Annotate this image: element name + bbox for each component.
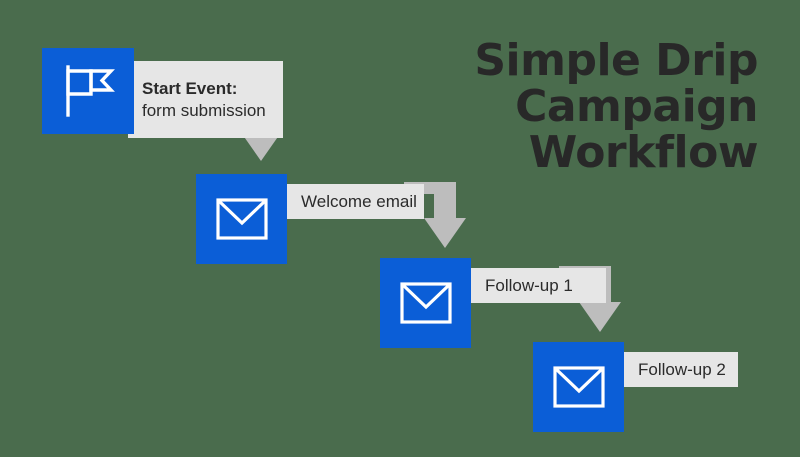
node-follow-up-2[interactable]: Follow-up 2 <box>533 342 738 432</box>
elbow-down-arrow-icon <box>404 182 466 248</box>
node-start-event-label-strong: Start Event: <box>142 78 238 98</box>
node-welcome-email[interactable]: Welcome email <box>196 174 424 264</box>
envelope-icon <box>552 366 605 408</box>
node-follow-up-2-icon-box <box>533 342 624 432</box>
node-welcome-email-label-box: Welcome email <box>286 184 424 219</box>
node-follow-up-1-label-box: Follow-up 1 <box>470 268 606 303</box>
flag-icon <box>66 65 115 117</box>
node-follow-up-2-label: Follow-up 2 <box>638 359 726 379</box>
title-line-3: Workflow <box>528 127 759 178</box>
diagram-title: Simple Drip Campaign Workflow <box>428 38 758 176</box>
node-start-event-icon-box <box>42 48 134 134</box>
node-follow-up-2-label-box: Follow-up 2 <box>623 352 738 387</box>
node-start-event-label-rest: form submission <box>142 100 266 120</box>
node-start-event-label-box: Start Event: form submission <box>128 61 283 138</box>
envelope-icon <box>399 282 452 324</box>
node-welcome-email-icon-box <box>196 174 287 264</box>
node-follow-up-1-icon-box <box>380 258 471 348</box>
title-line-2: Campaign <box>515 81 758 132</box>
connector-welcome-to-followup1 <box>404 182 466 252</box>
envelope-icon <box>215 198 268 240</box>
title-line-1: Simple Drip <box>474 35 758 86</box>
node-welcome-email-label: Welcome email <box>301 191 417 211</box>
node-start-event[interactable]: Start Event: form submission <box>42 48 284 139</box>
node-follow-up-1-label: Follow-up 1 <box>485 275 573 295</box>
node-follow-up-1[interactable]: Follow-up 1 <box>380 258 606 348</box>
